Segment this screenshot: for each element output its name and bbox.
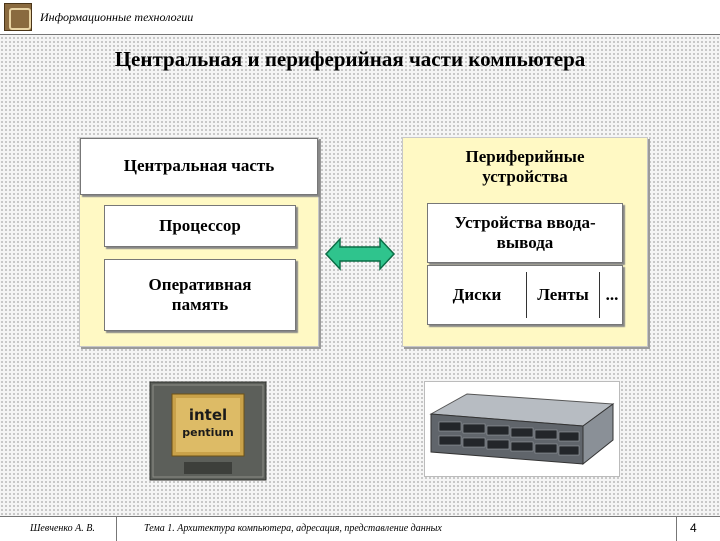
cpu-photo: intel pentium [148,380,268,482]
cpu-chip-icon: intel pentium [149,381,267,481]
footer-separator-1 [116,517,117,541]
cpu-model-text: pentium [182,426,234,439]
footer-author: Шевченко А. В. [30,523,95,534]
page-number: 4 [690,521,697,535]
peripheral-heading: Периферийные устройства [465,146,585,186]
page-title: Центральная и периферийная части компьют… [114,47,586,71]
memory-box: Оперативная память [104,259,296,331]
central-part-heading: Центральная часть [80,138,318,195]
footer-separator-2 [676,517,677,541]
header-title: Информационные технологии [40,10,194,24]
slide-header: Информационные технологии [0,0,720,35]
storage-divider-1 [526,272,527,318]
more-cell: ... [605,284,619,304]
storage-server-photo [424,381,620,477]
tapes-cell: Ленты [537,284,589,304]
processor-box: Процессор [104,205,296,247]
io-devices-label: Устройства ввода-вывода [454,212,596,252]
slide-footer: Шевченко А. В. Тема 1. Архитектура компь… [0,516,720,541]
central-part-panel: Центральная часть Процессор Оперативная … [79,137,319,347]
double-arrow-icon [324,237,396,271]
peripheral-panel: Периферийные устройства Устройства ввода… [402,137,648,347]
footer-topic: Тема 1. Архитектура компьютера, адресаци… [144,523,442,534]
io-devices-box: Устройства ввода-вывода [427,203,623,263]
storage-row: Диски Ленты ... [427,265,623,325]
logo-icon [4,3,32,31]
storage-divider-2 [599,272,600,318]
disks-cell: Диски [452,284,502,304]
cpu-brand-text: intel [189,406,227,424]
server-rack-icon [425,382,619,476]
